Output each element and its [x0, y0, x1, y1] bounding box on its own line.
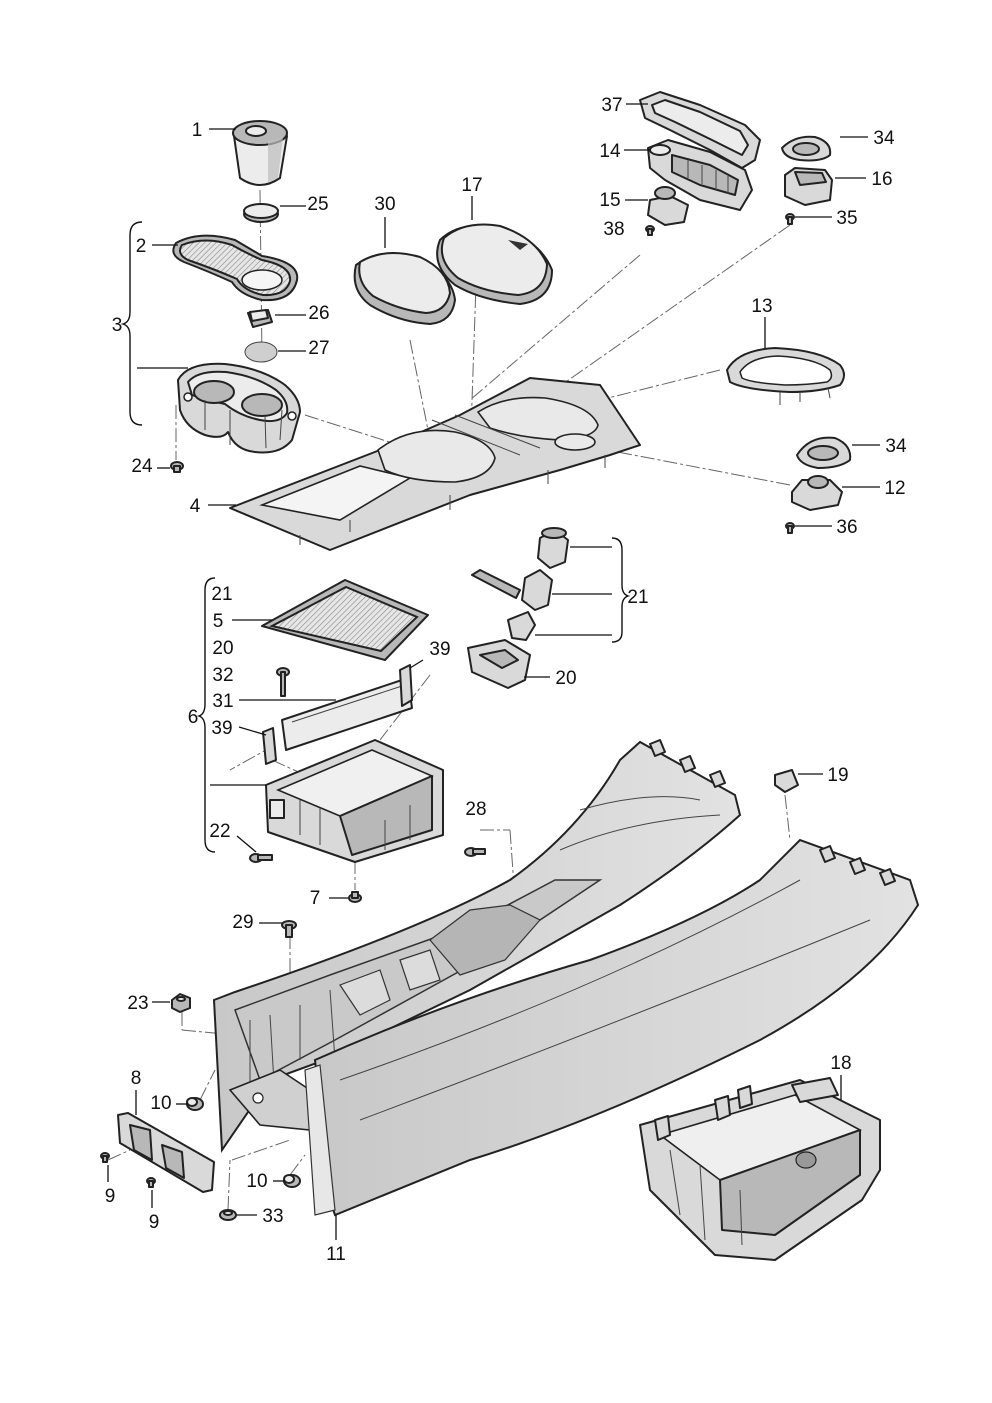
callout-c10a: 10 — [150, 1093, 171, 1114]
callout-c24: 24 — [131, 456, 153, 477]
callout-c16: 16 — [871, 169, 892, 190]
part-17-lid — [436, 223, 553, 305]
part-21-socket-group — [471, 527, 569, 641]
callout-c12: 12 — [884, 478, 905, 499]
part-36-screw — [785, 522, 795, 534]
callout-c10b: 10 — [246, 1171, 267, 1192]
part-22-screw — [249, 853, 273, 863]
callout-c17: 17 — [461, 175, 482, 196]
part-20-insert — [467, 639, 531, 689]
callout-labels: 1252326272443017371415383416351334123621… — [105, 95, 907, 1265]
callout-c9b: 9 — [149, 1212, 160, 1233]
callout-c11: 11 — [326, 1244, 346, 1265]
part-29-clip — [281, 920, 297, 938]
callout-c2: 2 — [136, 236, 147, 257]
part-12-control — [791, 475, 843, 511]
part-cupholder-housing — [177, 362, 301, 454]
callout-c34a: 34 — [873, 128, 895, 149]
part-39-clip-left — [262, 727, 277, 765]
brace-group-3 — [120, 221, 143, 426]
callout-c33: 33 — [262, 1206, 283, 1227]
callout-c26: 26 — [308, 303, 329, 324]
part-35-screw — [785, 213, 795, 225]
part-10-clip-lower — [283, 1174, 301, 1188]
part-37-frame — [639, 91, 761, 169]
part-38-screw — [645, 225, 655, 236]
part-23-nut — [171, 993, 191, 1013]
brace-group-21 — [611, 537, 631, 643]
part-24-screw — [170, 461, 184, 473]
callout-c20a: 20 — [212, 638, 233, 659]
part-15-knob — [647, 186, 689, 226]
callout-c20b: 20 — [555, 668, 576, 689]
part-33-nut — [219, 1209, 237, 1221]
callout-c29: 29 — [232, 912, 253, 933]
callout-c6: 6 — [188, 707, 199, 728]
part-16-switch — [784, 167, 833, 206]
part-30-lid — [353, 252, 456, 325]
part-6-storage-box — [265, 739, 444, 863]
part-4-trim-plate — [229, 377, 641, 551]
assembly-lines — [107, 189, 791, 1211]
callout-c28: 28 — [465, 799, 486, 820]
part-9-screw-left — [100, 1152, 110, 1163]
part-31-strip — [281, 677, 413, 751]
callout-c22: 22 — [209, 821, 230, 842]
part-11-console-housing — [212, 739, 920, 1217]
part-34-bezel-top — [781, 135, 832, 162]
callout-c39a: 39 — [211, 718, 232, 739]
part-9-screw-right — [146, 1177, 156, 1188]
callout-c34b: 34 — [885, 436, 907, 457]
callout-c36: 36 — [836, 517, 857, 538]
part-27-pad — [244, 341, 278, 363]
callout-c21a: 21 — [211, 584, 232, 605]
part-8-bracket — [117, 1112, 215, 1193]
part-28-screw — [464, 847, 486, 857]
part-34-bezel-lower — [796, 436, 852, 469]
leader-lines — [107, 103, 880, 1240]
part-13-frame — [726, 347, 845, 405]
part-25-disc — [243, 203, 279, 223]
part-5-mat — [261, 579, 429, 661]
callout-c7: 7 — [310, 888, 321, 909]
part-32-screw — [276, 667, 290, 697]
part-39-clip-right — [399, 664, 413, 707]
part-14-switch-panel — [647, 139, 753, 211]
brace-group-6 — [196, 577, 216, 853]
part-10-clip-upper — [186, 1097, 204, 1111]
callout-c32: 32 — [212, 665, 233, 686]
callout-c19: 19 — [827, 765, 848, 786]
part-18-storage-bin — [639, 1077, 881, 1261]
callout-c13: 13 — [751, 296, 772, 317]
callout-c9a: 9 — [105, 1186, 116, 1207]
part-cup-insert — [232, 120, 288, 186]
callout-c15: 15 — [599, 190, 620, 211]
callout-c1: 1 — [192, 120, 203, 141]
callout-c31: 31 — [212, 691, 233, 712]
callout-c8: 8 — [131, 1068, 142, 1089]
part-cupholder-mat — [172, 234, 299, 302]
callout-c25: 25 — [307, 194, 328, 215]
callout-c35: 35 — [836, 208, 857, 229]
callout-c30: 30 — [374, 194, 395, 215]
callout-c4: 4 — [190, 496, 201, 517]
callout-c38: 38 — [603, 219, 624, 240]
callout-c21b: 21 — [627, 587, 648, 608]
callout-c39b: 39 — [429, 639, 450, 660]
callout-c14: 14 — [599, 141, 621, 162]
part-19-clip — [774, 769, 799, 793]
part-7-screw — [348, 891, 362, 903]
callout-c3: 3 — [112, 315, 123, 336]
callout-c37: 37 — [601, 95, 622, 116]
part-26-clip — [247, 309, 273, 328]
callout-c27: 27 — [308, 338, 329, 359]
callout-c18: 18 — [830, 1053, 851, 1074]
callout-c23: 23 — [127, 993, 148, 1014]
callout-c5: 5 — [213, 611, 224, 632]
